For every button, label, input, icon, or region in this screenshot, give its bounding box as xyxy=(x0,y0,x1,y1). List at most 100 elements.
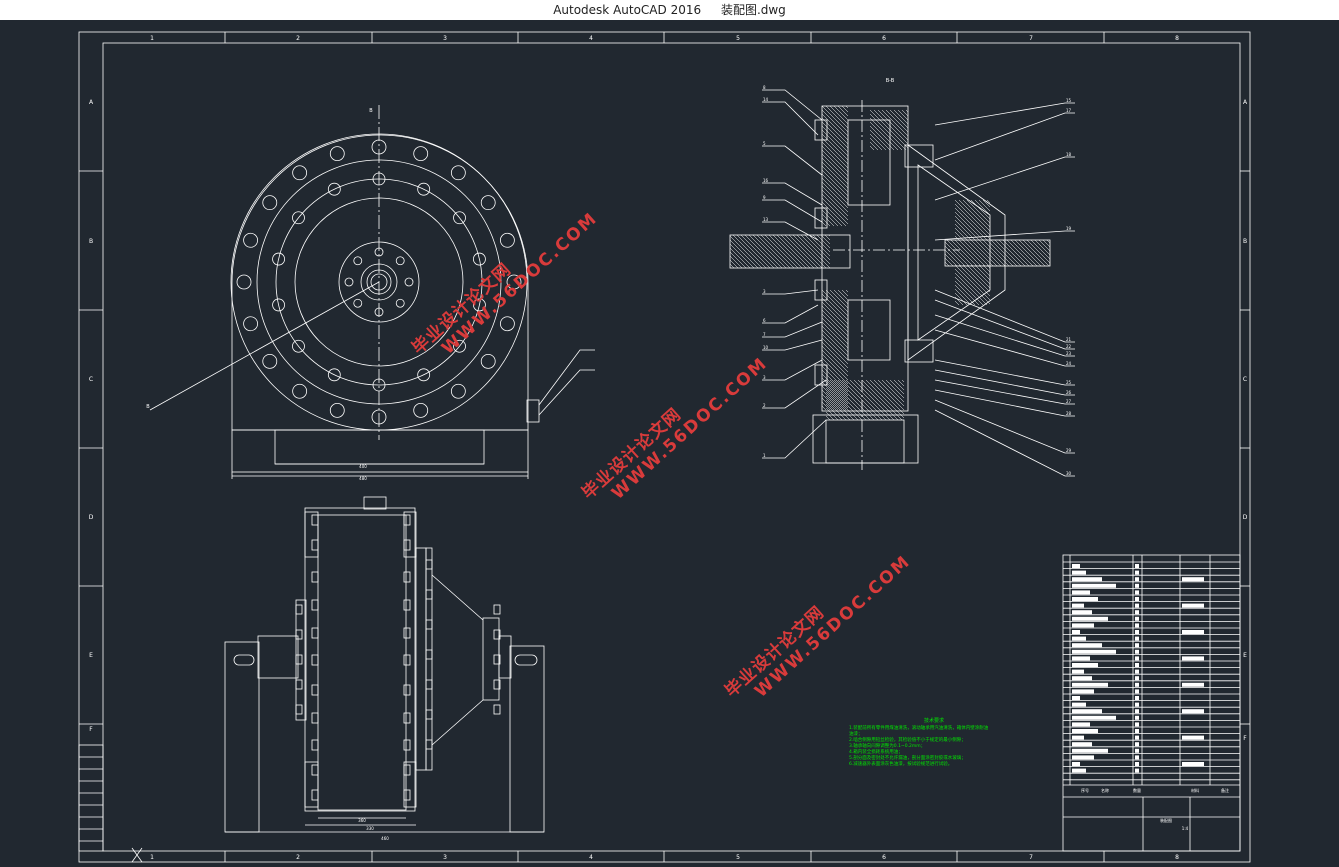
bolt-head xyxy=(295,704,303,715)
hatch-line xyxy=(998,239,1026,267)
hatch-line xyxy=(978,264,991,277)
hatch-line xyxy=(954,276,984,306)
part-callout: 15 xyxy=(1066,98,1072,103)
hatch-line xyxy=(729,239,759,269)
hatch-line xyxy=(825,395,851,421)
zone-col-7-bottom: 7 xyxy=(1029,854,1033,861)
bolt-head xyxy=(403,739,411,751)
zone-row-d-right: D xyxy=(1243,514,1248,521)
part-callout: 19 xyxy=(1066,226,1072,231)
parts-list-rows xyxy=(1063,561,1240,781)
bolt-head xyxy=(493,679,501,690)
part-callout: 17 xyxy=(1066,108,1072,113)
hatch-line xyxy=(821,293,849,321)
zone-col-1-bottom: 1 xyxy=(150,854,154,861)
hatch-line xyxy=(821,401,831,411)
hatch-line xyxy=(821,329,849,357)
hatch-line xyxy=(821,161,849,189)
leader-line xyxy=(934,369,1075,396)
hatch-line xyxy=(825,399,847,421)
hatch-line xyxy=(954,211,984,241)
hatch-line xyxy=(974,199,991,216)
front-view-bolt-holes xyxy=(236,139,522,425)
hatch-line xyxy=(901,379,905,383)
hatch-line xyxy=(861,379,903,421)
hatch-line xyxy=(986,199,991,204)
hatch-line xyxy=(824,234,831,241)
hatch-line xyxy=(772,234,807,269)
hatch-line xyxy=(841,105,849,113)
hatch-line xyxy=(821,149,849,177)
bolt-hole xyxy=(262,353,278,369)
hatch-line xyxy=(954,235,960,241)
hatch-line xyxy=(837,105,849,117)
hatch-line xyxy=(821,361,849,389)
front-dim-outer: 480 xyxy=(359,476,367,481)
bolt-head xyxy=(493,604,501,615)
hatch-line xyxy=(821,325,849,353)
bolt-hole xyxy=(395,256,405,266)
leader-line xyxy=(934,230,1075,241)
hatch-line xyxy=(821,393,839,411)
parts-list-cell-text xyxy=(1072,603,1084,608)
leader-line xyxy=(934,409,1075,477)
hatch-line xyxy=(990,239,1018,267)
parts-list-qty xyxy=(1135,702,1139,707)
parts-list-qty xyxy=(1135,715,1139,720)
hatch-line xyxy=(776,234,811,269)
hatch-line xyxy=(1034,239,1051,256)
hatch-line xyxy=(885,109,909,133)
parts-list-cell-text xyxy=(1072,636,1086,641)
hatch-line xyxy=(825,383,863,421)
parts-list-cell-text xyxy=(1072,748,1108,753)
parts-list-material xyxy=(1182,735,1204,740)
pl-header-note: 备注 xyxy=(1221,787,1229,793)
bolt-hole xyxy=(499,316,515,332)
hatch-line xyxy=(853,379,895,421)
hatch-line xyxy=(752,234,787,269)
parts-list-cell-text xyxy=(1072,623,1094,628)
parts-list-qty xyxy=(1135,755,1139,760)
hatch-line xyxy=(1026,239,1051,264)
bolt-hole xyxy=(272,298,285,312)
hatch-line xyxy=(804,234,831,261)
leader-line xyxy=(762,289,819,295)
hatch-line xyxy=(1010,239,1038,267)
hatch-line xyxy=(1022,239,1050,267)
bolt-hole xyxy=(372,378,386,392)
hatch-line xyxy=(954,203,991,240)
parts-list-qty xyxy=(1135,577,1139,582)
part-callouts: 8145169133671032115171819212223242526272… xyxy=(763,85,1072,476)
drawing-svg[interactable]: 1 2 3 4 5 6 7 8 1 2 3 4 5 6 7 8 A B C D … xyxy=(0,20,1339,863)
hatch-line xyxy=(857,379,899,421)
bolt-head xyxy=(403,712,411,724)
hatch-line xyxy=(821,377,849,405)
hatch-line xyxy=(821,117,849,145)
hatch-line xyxy=(821,353,849,381)
part-callout: 2 xyxy=(763,403,766,408)
bolt-head xyxy=(295,629,303,640)
hatch-line xyxy=(729,243,755,269)
bolt-head xyxy=(311,514,319,526)
part-callout: 3 xyxy=(763,289,766,294)
bolt-hole xyxy=(243,316,259,332)
bolt-hole xyxy=(480,353,496,369)
hatch-line xyxy=(897,109,909,121)
bolt-head xyxy=(311,627,319,639)
hatch-line xyxy=(954,280,980,306)
hatch-line xyxy=(873,109,909,145)
front-view xyxy=(149,105,595,479)
hatch-line xyxy=(825,415,831,421)
hatch-line xyxy=(821,121,849,149)
zone-col-7: 7 xyxy=(1029,35,1033,42)
parts-list-qty xyxy=(1135,623,1139,628)
bolt-hole xyxy=(327,368,341,382)
top-dim-outer: 460 xyxy=(381,836,389,841)
hatch-line xyxy=(821,297,849,325)
hatch-line xyxy=(729,247,751,269)
part-callout: 16 xyxy=(763,178,769,183)
drawing-canvas[interactable]: 1 2 3 4 5 6 7 8 1 2 3 4 5 6 7 8 A B C D … xyxy=(0,20,1339,863)
parts-list-qty xyxy=(1135,597,1139,601)
leader-line xyxy=(762,321,823,338)
part-callout: 24 xyxy=(1066,361,1072,366)
